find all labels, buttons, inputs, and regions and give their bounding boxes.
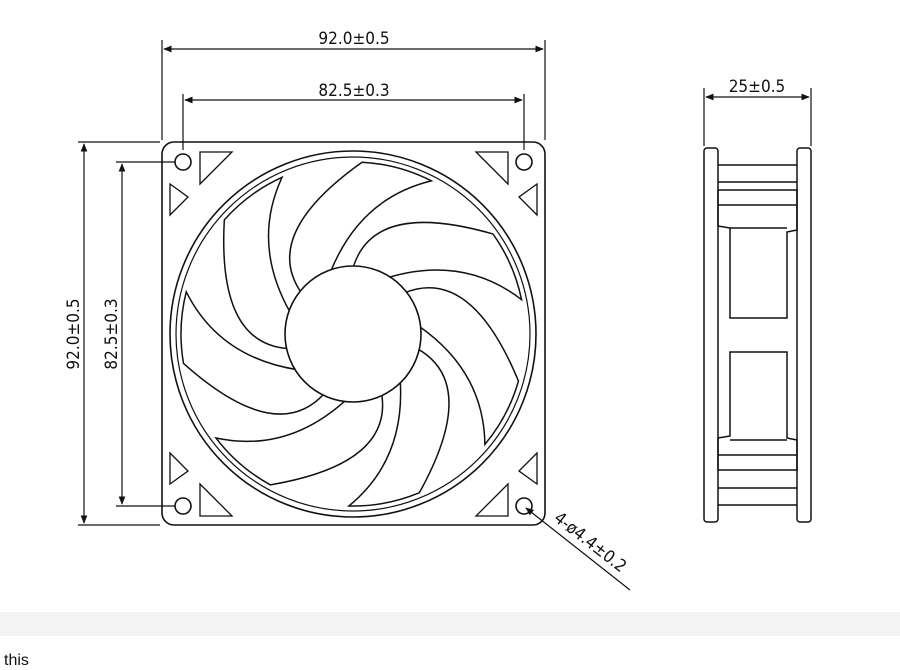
fan-hub	[284, 265, 422, 403]
mounting-hole-top-left	[174, 153, 192, 171]
fan-blade	[288, 161, 434, 294]
mounting-hole-top-right	[515, 153, 533, 171]
corner-webs	[169, 151, 538, 517]
dim-mounting-hole-leader	[525, 507, 631, 591]
mounting-hole-bottom-right	[515, 497, 533, 515]
fan-blades	[180, 161, 523, 507]
dim-mounting-hole-label: 4-ø4.4±0.2	[550, 508, 630, 577]
dim-front-height-label: 92.0±0.5	[64, 298, 84, 369]
mounting-hole-bottom-left	[174, 497, 192, 515]
dim-front-pitch-height	[116, 161, 175, 507]
fan-blade	[180, 289, 325, 415]
side-view	[703, 147, 812, 523]
fan-blade	[352, 221, 523, 302]
fan-frame-outline	[161, 141, 546, 526]
separator-band	[0, 612, 900, 636]
fan-technical-drawing: 92.0±0.5 82.5±0.3 92.0±0.5 82.5±0.3 4-ø4…	[64, 29, 812, 591]
caption-text: this	[4, 652, 29, 669]
front-view	[161, 141, 546, 526]
fan-blade	[404, 287, 520, 447]
dim-front-pitch-width	[182, 94, 525, 150]
dim-front-pitch-height-label: 82.5±0.3	[102, 298, 122, 369]
dim-front-width-label: 92.0±0.5	[318, 29, 389, 49]
dim-front-width	[161, 40, 546, 140]
dim-side-depth-label: 25±0.5	[729, 77, 786, 97]
fan-blade	[214, 393, 384, 486]
fan-blade	[222, 175, 292, 350]
dim-side-depth	[703, 88, 812, 146]
dim-front-height	[78, 141, 160, 526]
venturi-ring	[169, 150, 537, 518]
fan-blade	[346, 348, 450, 507]
dim-front-pitch-width-label: 82.5±0.3	[318, 81, 389, 101]
